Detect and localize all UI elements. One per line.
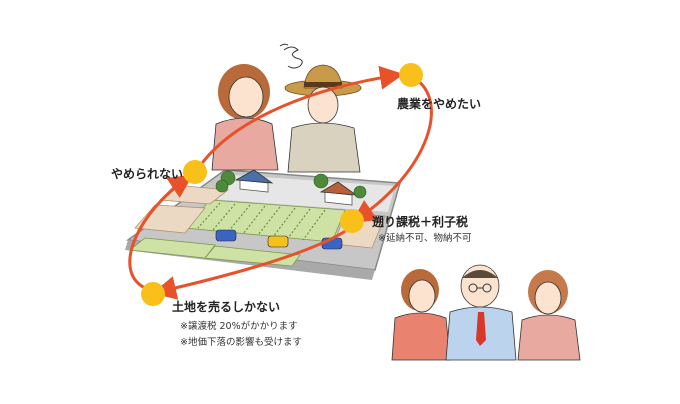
family-group	[391, 264, 581, 361]
node-retro-tax	[340, 209, 364, 233]
label-cannot-quit: やめられない	[111, 167, 184, 181]
house-left	[234, 169, 274, 193]
worry-scribble-icon	[279, 43, 303, 69]
cycle-arrow-icon	[128, 65, 433, 300]
note-retro-tax: ※延納不可、物納不可	[378, 233, 472, 244]
node-quit-farming	[399, 63, 423, 87]
node-must-sell	[141, 282, 165, 306]
land-diorama	[125, 169, 401, 280]
house-right	[319, 181, 358, 206]
trees	[215, 170, 367, 199]
label-must-sell: 土地を売るしかない	[172, 300, 281, 314]
label-retro-tax: 遡り課税＋利子税	[372, 215, 469, 229]
label-quit-farming: 農業をやめたい	[397, 97, 482, 111]
elderly-couple	[211, 43, 362, 173]
cycle-nodes	[141, 63, 423, 306]
cars	[215, 229, 343, 250]
note-transfer-tax: ※譲渡税 20%がかかります	[180, 321, 298, 332]
node-cannot-quit	[183, 160, 207, 184]
note-land-price: ※地価下落の影響も受けます	[180, 337, 302, 348]
